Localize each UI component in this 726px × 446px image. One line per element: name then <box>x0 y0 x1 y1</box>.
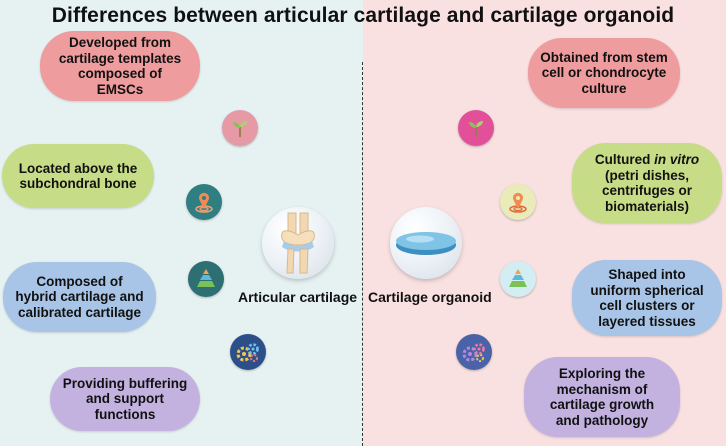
right-item-culture-text: Cultured in vitro (petri dishes, centrif… <box>594 152 700 214</box>
right-item-origin: Obtained from stem cell or chondrocyte c… <box>528 38 680 108</box>
diagram-title: Differences between articular cartilage … <box>51 4 675 27</box>
knee-joint-illustration <box>262 207 334 279</box>
gears-icon <box>456 334 492 370</box>
left-item-function-text: Providing buffering and support function… <box>62 375 188 422</box>
left-center-label: Articular cartilage <box>238 289 358 305</box>
left-item-composition: Composed of hybrid cartilage and calibra… <box>3 262 156 332</box>
right-item-shape-text: Shaped into uniform spherical cell clust… <box>590 267 704 329</box>
left-item-location: Located above the subchondral bone <box>2 144 154 208</box>
pyramid-icon <box>188 261 224 297</box>
location-pin-icon <box>186 184 222 220</box>
center-divider <box>362 62 363 446</box>
sprout-icon <box>222 110 258 146</box>
pyramid-icon <box>500 261 536 297</box>
right-item-origin-text: Obtained from stem cell or chondrocyte c… <box>540 49 668 96</box>
sprout-icon <box>458 110 494 146</box>
right-item-shape: Shaped into uniform spherical cell clust… <box>572 260 722 336</box>
location-pin-icon <box>500 184 536 220</box>
left-item-function: Providing buffering and support function… <box>50 367 200 431</box>
right-item-research-text: Exploring the mechanism of cartilage gro… <box>549 366 655 428</box>
right-center-label: Cartilage organoid <box>368 289 492 305</box>
left-item-composition-text: Composed of hybrid cartilage and calibra… <box>15 273 144 320</box>
right-item-culture: Cultured in vitro (petri dishes, centrif… <box>572 143 722 223</box>
right-item-research: Exploring the mechanism of cartilage gro… <box>524 357 680 437</box>
gears-icon <box>230 334 266 370</box>
left-item-origin: Developed from cartilage templates compo… <box>40 31 200 101</box>
left-item-origin-text: Developed from cartilage templates compo… <box>58 35 182 97</box>
left-item-location-text: Located above the subchondral bone <box>18 160 138 192</box>
organoid-illustration <box>390 207 462 279</box>
